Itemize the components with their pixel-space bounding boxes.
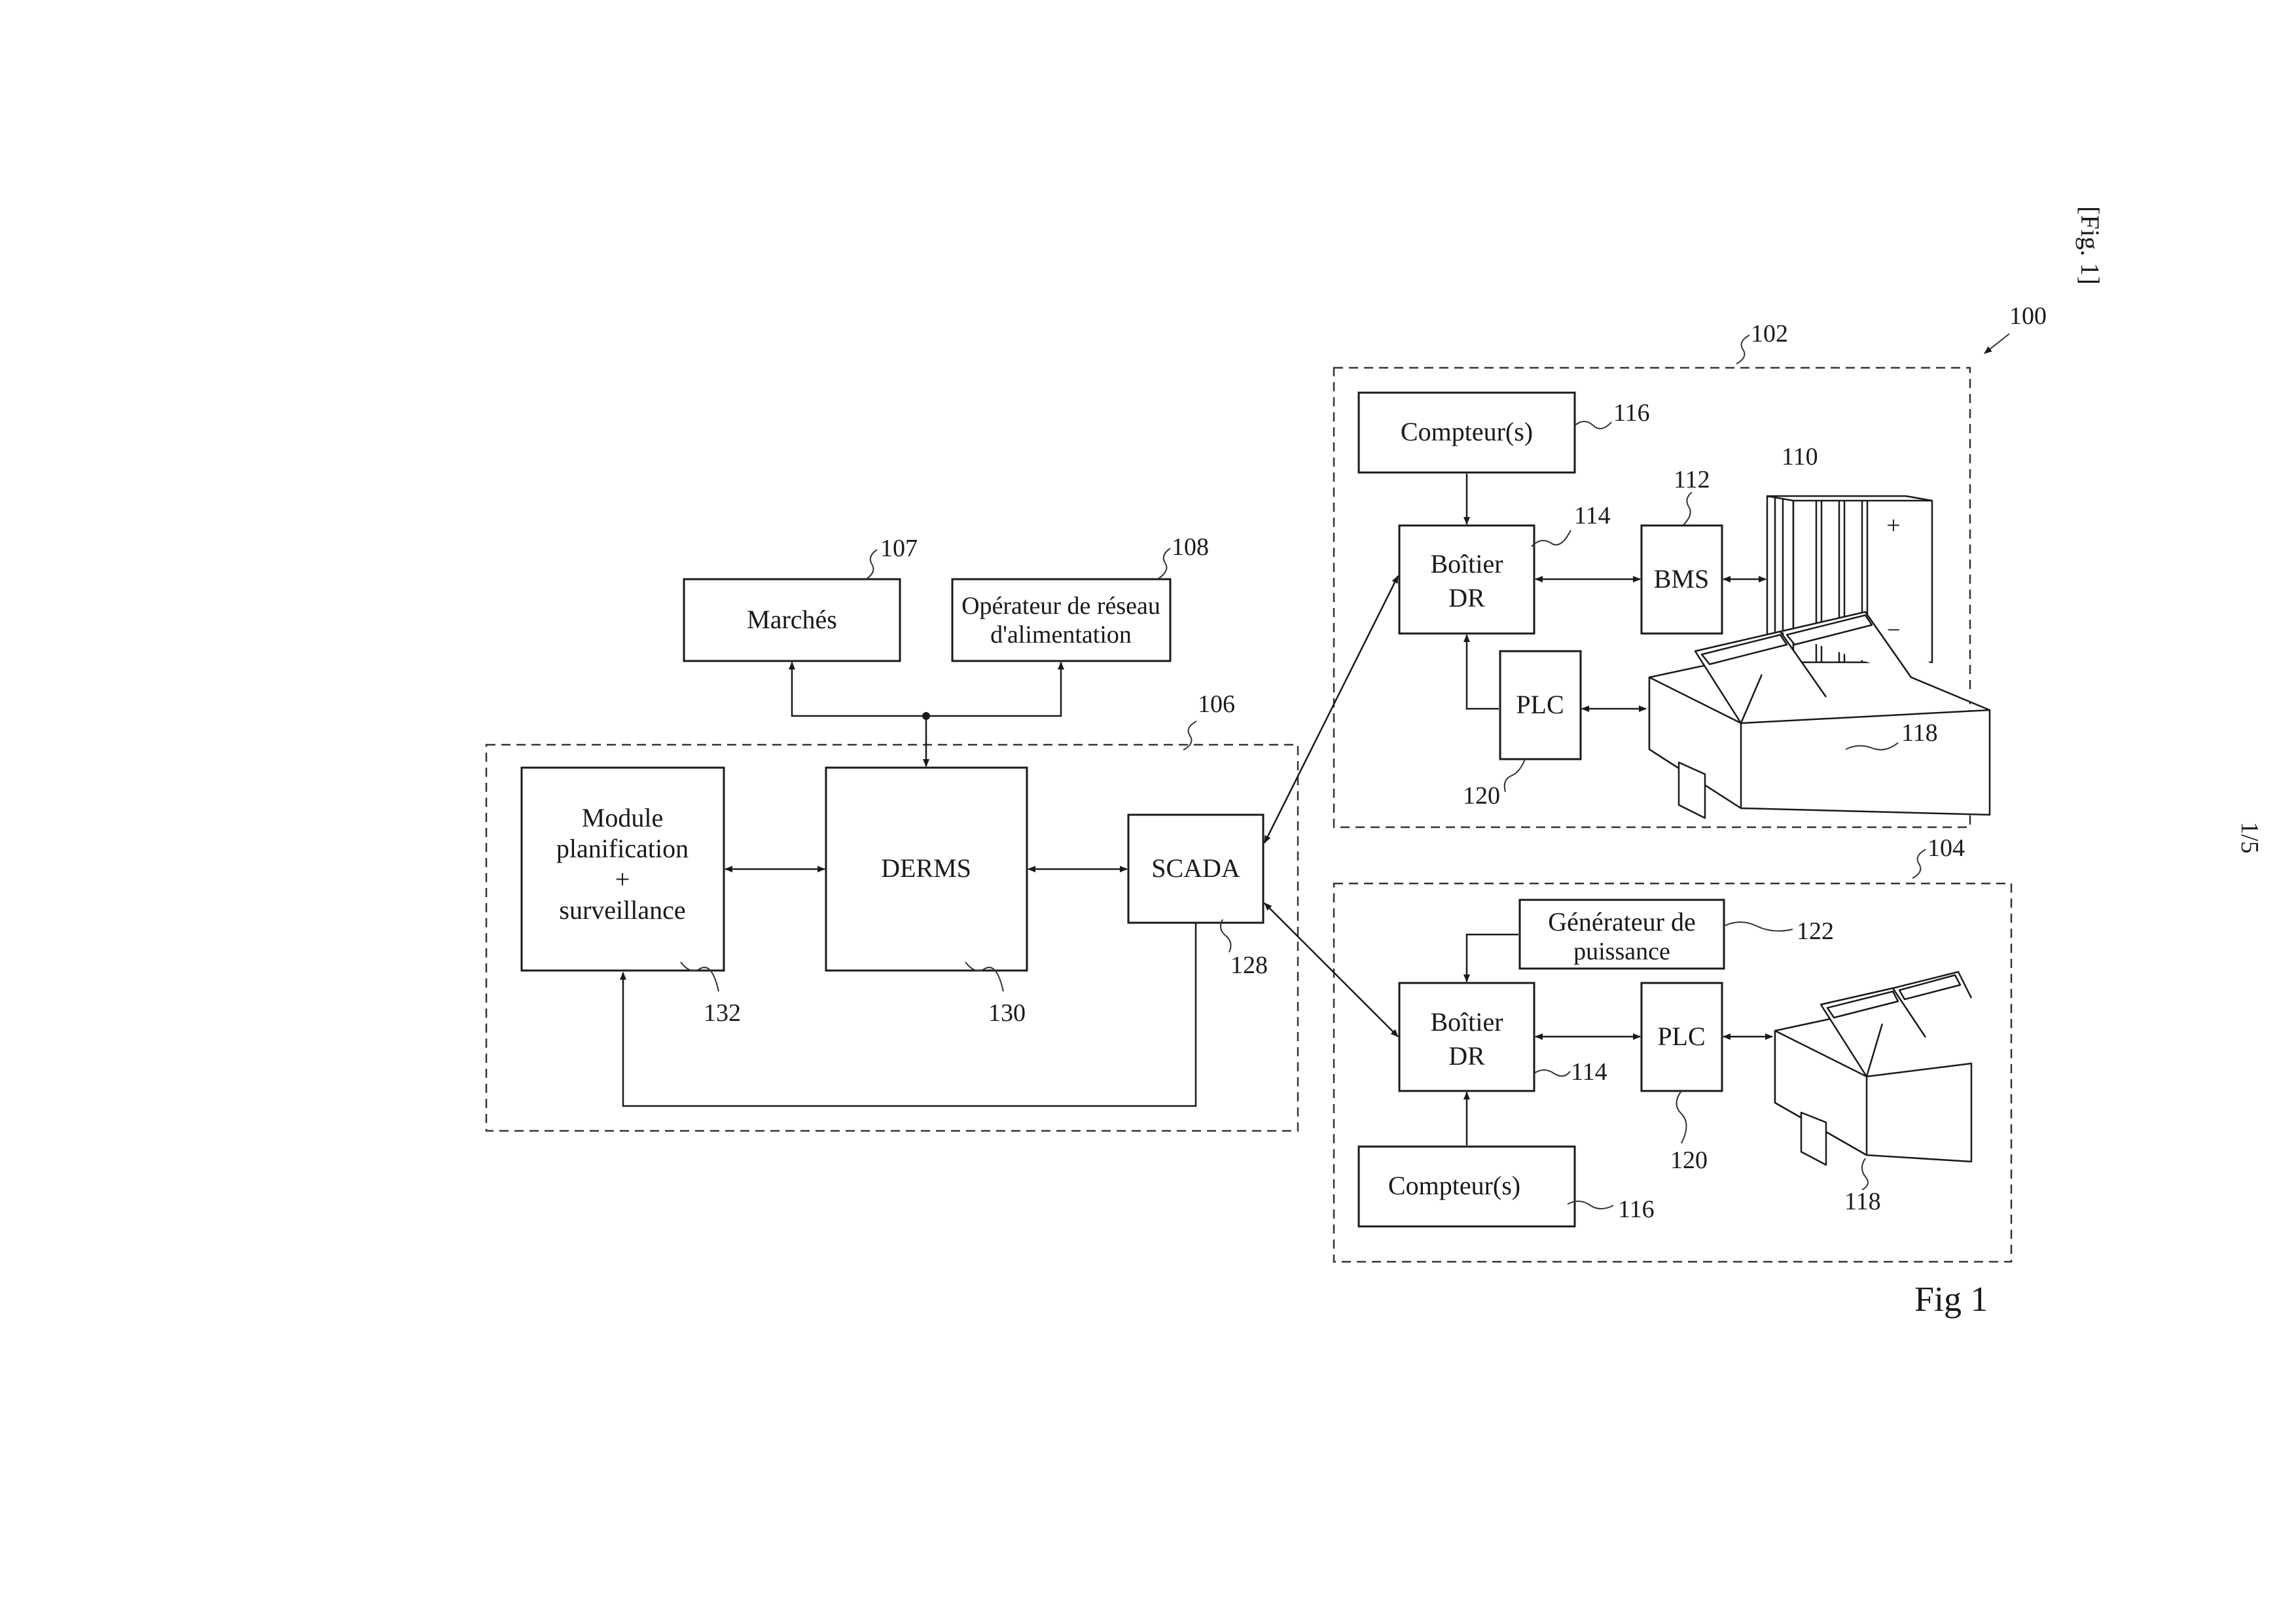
site-a-dr-plc-connector xyxy=(1467,635,1499,709)
site-a-meter-ref: 116 xyxy=(1613,399,1650,427)
site-a-leader xyxy=(1736,335,1749,364)
scada-ref: 128 xyxy=(1230,952,1268,979)
grid-operator-line1: Opérateur de réseau xyxy=(961,592,1160,620)
markets-label: Marchés xyxy=(747,605,837,634)
site-a-factory-ref: 118 xyxy=(1901,719,1938,747)
derms-ref: 130 xyxy=(988,999,1026,1027)
battery-ref: 110 xyxy=(1782,443,1818,471)
site-b-dr-box xyxy=(1399,983,1534,1091)
site-b-plc-label: PLC xyxy=(1657,1022,1705,1051)
planning-module-ref: 132 xyxy=(704,999,741,1027)
site-b-dr-line1: Boîtier xyxy=(1430,1007,1503,1037)
grid-operator-line2: d'alimentation xyxy=(990,621,1132,649)
site-a-dr-ref: 114 xyxy=(1574,502,1611,529)
planning-module-line1: Module xyxy=(582,803,663,832)
site-a-plc-leader xyxy=(1505,759,1525,792)
site-b-leader xyxy=(1912,849,1926,878)
site-a-meter-label: Compteur(s) xyxy=(1401,417,1533,446)
grid-operator-branch-connector xyxy=(926,662,1061,716)
site-b-dr-ref: 114 xyxy=(1571,1058,1607,1086)
site-a-dr-leader xyxy=(1532,530,1571,546)
figure-caption: Fig 1 xyxy=(1914,1279,1988,1319)
central-platform-leader xyxy=(1183,721,1196,750)
junction-dot xyxy=(922,712,930,720)
planning-module-line4: surveillance xyxy=(559,895,685,925)
site-a-dr-box xyxy=(1399,526,1534,633)
scada-leader xyxy=(1221,919,1231,952)
scada-site-b-connector xyxy=(1265,903,1398,1037)
site-b-plc-leader xyxy=(1677,1091,1687,1143)
site-b-dr-leader xyxy=(1534,1070,1570,1076)
site-a-factory-icon xyxy=(1649,612,1990,818)
scada-label: SCADA xyxy=(1151,853,1240,883)
figure-header-label: [Fig. 1] xyxy=(2075,206,2105,285)
site-a-dr-line1: Boîtier xyxy=(1430,549,1503,579)
site-b-ref: 104 xyxy=(1928,834,1965,862)
site-a-meter-leader xyxy=(1575,421,1611,429)
generator-line1: Générateur de xyxy=(1548,907,1695,936)
system-ref: 100 xyxy=(2009,302,2047,330)
scada-site-a-connector xyxy=(1265,576,1398,843)
markets-branch-connector xyxy=(792,662,926,716)
markets-ref: 107 xyxy=(880,535,918,562)
page-number: 1/5 xyxy=(2236,822,2263,854)
derms-label: DERMS xyxy=(881,853,971,883)
grid-operator-box xyxy=(952,579,1170,661)
generator-ref: 122 xyxy=(1797,918,1834,945)
planning-module-line3: + xyxy=(615,865,630,894)
site-b-dr-generator-connector xyxy=(1467,935,1518,982)
battery-plus-icon: + xyxy=(1886,512,1900,539)
site-a-dr-line2: DR xyxy=(1448,583,1485,613)
grid-operator-ref: 108 xyxy=(1172,533,1209,561)
site-a-ref: 102 xyxy=(1751,320,1788,348)
bms-leader xyxy=(1683,492,1692,525)
site-b-factory-leader xyxy=(1862,1158,1868,1190)
markets-leader xyxy=(865,550,877,580)
bms-label: BMS xyxy=(1654,564,1710,594)
site-a-plc-label: PLC xyxy=(1516,690,1564,719)
central-platform-ref: 106 xyxy=(1198,690,1235,718)
site-a-plc-ref: 120 xyxy=(1463,782,1500,810)
site-b-factory-icon xyxy=(1775,972,1971,1165)
site-b-dr-line2: DR xyxy=(1448,1041,1485,1071)
grid-operator-leader xyxy=(1158,548,1170,579)
site-b-plc-ref: 120 xyxy=(1670,1147,1708,1174)
planning-module-line2: planification xyxy=(556,834,689,863)
generator-leader xyxy=(1724,922,1793,931)
site-b-factory-ref: 118 xyxy=(1844,1188,1881,1215)
site-b-meter-label: Compteur(s) xyxy=(1388,1171,1520,1200)
system-ref-arrow xyxy=(1984,334,2009,353)
site-b-meter-ref: 116 xyxy=(1618,1196,1655,1223)
bms-ref: 112 xyxy=(1674,466,1710,493)
generator-line2: puissance xyxy=(1573,938,1670,965)
